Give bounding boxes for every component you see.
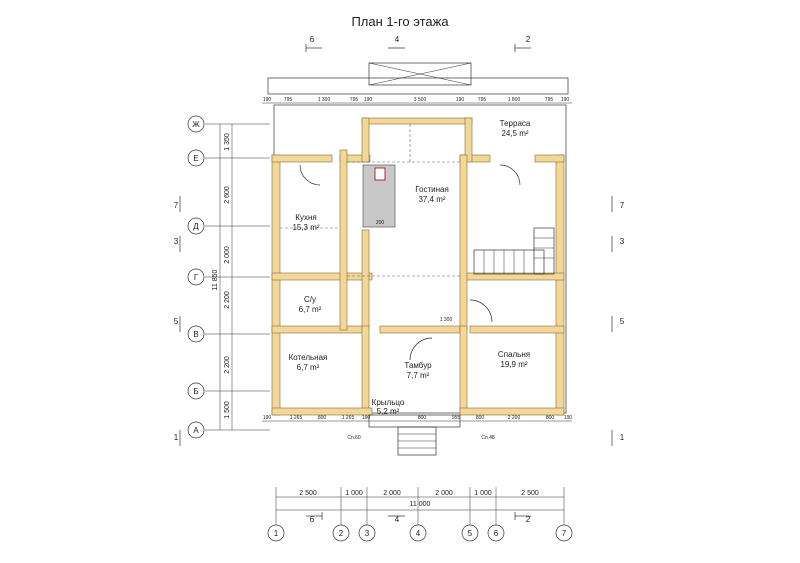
- svg-text:5: 5: [174, 317, 179, 326]
- svg-text:190: 190: [364, 97, 373, 103]
- svg-text:3 500: 3 500: [414, 97, 427, 103]
- svg-text:В: В: [193, 330, 198, 339]
- room-name: Котельная: [289, 353, 328, 362]
- number-axes: 1 2 3 4 5 6 7: [267, 524, 573, 542]
- svg-text:1: 1: [174, 433, 179, 442]
- svg-text:А: А: [193, 426, 199, 435]
- svg-text:4: 4: [395, 515, 400, 524]
- svg-text:1: 1: [274, 529, 279, 538]
- room-area: 37,4 m²: [418, 195, 445, 204]
- svg-text:2 200: 2 200: [224, 291, 231, 309]
- svg-text:Ж: Ж: [192, 120, 200, 129]
- svg-text:6: 6: [310, 515, 315, 524]
- svg-text:800: 800: [418, 415, 427, 421]
- room-area: 19,9 m²: [500, 360, 527, 369]
- svg-text:7: 7: [620, 201, 625, 210]
- svg-text:1 265: 1 265: [342, 415, 355, 421]
- svg-text:190: 190: [263, 97, 272, 103]
- svg-text:190: 190: [564, 415, 573, 421]
- room-area: 24,5 m²: [501, 129, 528, 138]
- svg-text:1 000: 1 000: [474, 490, 492, 497]
- svg-text:Д: Д: [193, 222, 199, 231]
- room-name: Крыльцо: [372, 398, 405, 407]
- svg-text:190: 190: [561, 97, 570, 103]
- overall-width: 11 000: [410, 501, 431, 508]
- walls: [271, 117, 565, 416]
- porch-right-label: Сп.48: [481, 435, 494, 441]
- svg-text:795: 795: [350, 97, 359, 103]
- svg-text:2 000: 2 000: [435, 490, 453, 497]
- svg-text:190: 190: [362, 415, 371, 421]
- left-dimension-chain: 1 350 2 600 2 000 2 200 2 200 1 500 11 8…: [212, 133, 231, 419]
- svg-text:955: 955: [452, 415, 461, 421]
- room-name: Тамбур: [404, 361, 432, 370]
- svg-text:1 265: 1 265: [290, 415, 303, 421]
- svg-text:3: 3: [174, 237, 179, 246]
- svg-text:7: 7: [174, 201, 179, 210]
- svg-text:2 500: 2 500: [521, 490, 539, 497]
- svg-text:190: 190: [263, 415, 272, 421]
- svg-text:795: 795: [545, 97, 554, 103]
- room-area: 7,7 m²: [407, 371, 430, 380]
- svg-text:5: 5: [620, 317, 625, 326]
- svg-text:795: 795: [284, 97, 293, 103]
- roof-overhang: [267, 77, 569, 95]
- svg-text:800: 800: [546, 415, 555, 421]
- svg-text:2: 2: [339, 529, 344, 538]
- svg-text:Г: Г: [194, 273, 199, 282]
- svg-text:4: 4: [416, 529, 421, 538]
- dormer: [368, 62, 472, 86]
- svg-text:6: 6: [494, 529, 499, 538]
- page-title: План 1-го этажа: [351, 14, 449, 29]
- svg-text:2 200: 2 200: [224, 356, 231, 374]
- door-dim: 1 300: [440, 317, 453, 323]
- top-dimension-chain: 190 795 1 300 795 190 3 500 190 795 1 80…: [263, 97, 570, 103]
- svg-text:1 300: 1 300: [318, 97, 331, 103]
- room-name: С/у: [304, 295, 316, 304]
- svg-text:Б: Б: [193, 387, 198, 396]
- section-markers: 6 4 2 6 4 2 7 3 5 1 7 3 5 1: [174, 35, 625, 524]
- svg-text:7: 7: [562, 529, 567, 538]
- svg-text:2: 2: [526, 35, 531, 44]
- axis-dimension-chain: 2 500 1 000 2 000 2 000 1 000 2 500 11 0…: [299, 490, 539, 508]
- svg-text:2 000: 2 000: [383, 490, 401, 497]
- svg-text:6: 6: [310, 35, 315, 44]
- letter-axes: Ж Е Д Г В Б А: [187, 115, 270, 439]
- svg-text:1: 1: [620, 433, 625, 442]
- room-name: Терраса: [500, 119, 531, 128]
- room-area: 5,2 m²: [377, 407, 400, 416]
- svg-text:Е: Е: [193, 154, 198, 163]
- room-name: Спальня: [498, 350, 530, 359]
- svg-text:800: 800: [476, 415, 485, 421]
- staircase: [473, 227, 555, 275]
- svg-text:2 500: 2 500: [299, 490, 317, 497]
- svg-text:1 800: 1 800: [508, 97, 521, 103]
- svg-text:5: 5: [468, 529, 473, 538]
- overall-height: 11 850: [212, 269, 219, 290]
- svg-text:1 500: 1 500: [224, 401, 231, 419]
- room-name: Гостиная: [415, 185, 449, 194]
- room-name: Кухня: [295, 213, 316, 222]
- svg-text:4: 4: [395, 35, 400, 44]
- svg-text:795: 795: [478, 97, 487, 103]
- stove-icon: [374, 167, 386, 181]
- room-area: 6,7 m²: [299, 305, 322, 314]
- svg-text:190: 190: [456, 97, 465, 103]
- bottom-dimension-chain: 190 1 265 800 1 265 190 800 955 800 2 20…: [263, 415, 573, 421]
- fireplace-dim: 200: [376, 220, 385, 226]
- svg-text:2 600: 2 600: [224, 186, 231, 204]
- svg-text:800: 800: [318, 415, 327, 421]
- svg-text:1 350: 1 350: [224, 133, 231, 151]
- svg-text:2: 2: [526, 515, 531, 524]
- svg-text:3: 3: [365, 529, 370, 538]
- room-area: 6,7 m²: [297, 363, 320, 372]
- room-area: 15,3 m²: [292, 223, 319, 232]
- svg-text:1 000: 1 000: [345, 490, 363, 497]
- porch-left-label: Сп.60: [347, 435, 360, 441]
- svg-text:2 000: 2 000: [224, 246, 231, 264]
- svg-text:3: 3: [620, 237, 625, 246]
- svg-text:2 200: 2 200: [508, 415, 521, 421]
